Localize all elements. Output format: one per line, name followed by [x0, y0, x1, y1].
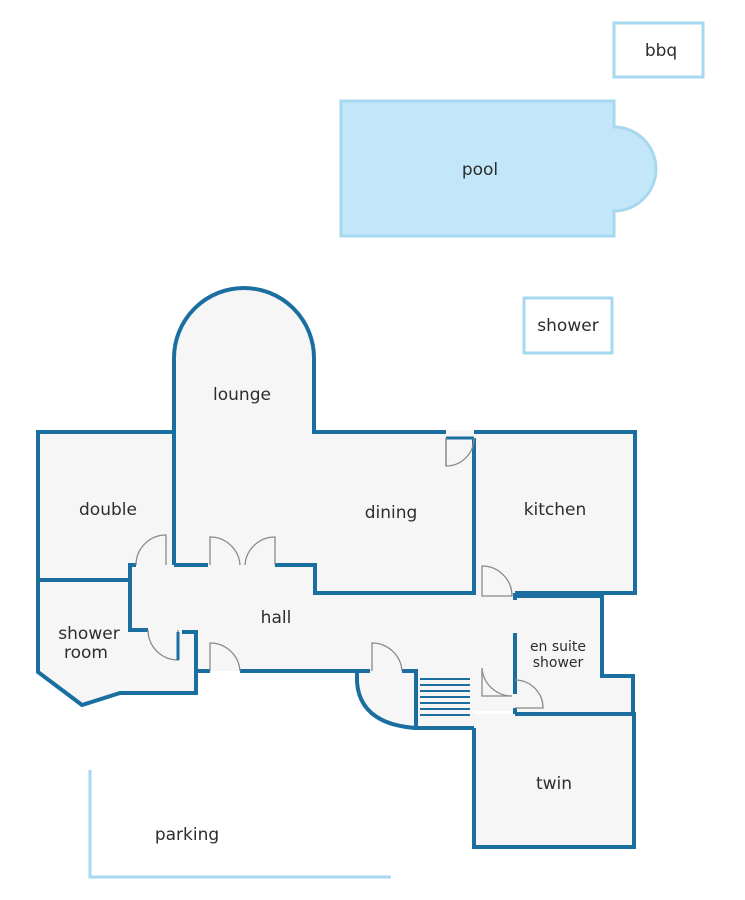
room-fills: [38, 288, 635, 847]
parking-label: parking: [155, 825, 219, 845]
outdoor-shower-label: shower: [537, 316, 598, 336]
double-label: double: [79, 500, 137, 520]
bbq-area: [612, 21, 705, 79]
pool-area: [339, 99, 658, 238]
en-suite-label-line2: shower: [533, 655, 584, 671]
shower-room-label-line2: room: [64, 643, 108, 663]
dining-label: dining: [365, 503, 418, 523]
twin-label: twin: [536, 774, 572, 794]
doors: [135, 436, 544, 709]
bbq-label: bbq: [645, 41, 677, 61]
kitchen-label: kitchen: [524, 500, 587, 520]
outdoor-shower-area: [522, 296, 614, 355]
staircase: [420, 678, 470, 716]
pool-label: pool: [462, 160, 498, 180]
walls: [36, 286, 637, 849]
lounge-label: lounge: [213, 385, 271, 405]
shower-room-label-line1: shower: [58, 624, 119, 644]
en-suite-label-line1: en suite: [530, 639, 586, 655]
parking-area: [88, 770, 391, 879]
hall-label: hall: [261, 608, 292, 628]
